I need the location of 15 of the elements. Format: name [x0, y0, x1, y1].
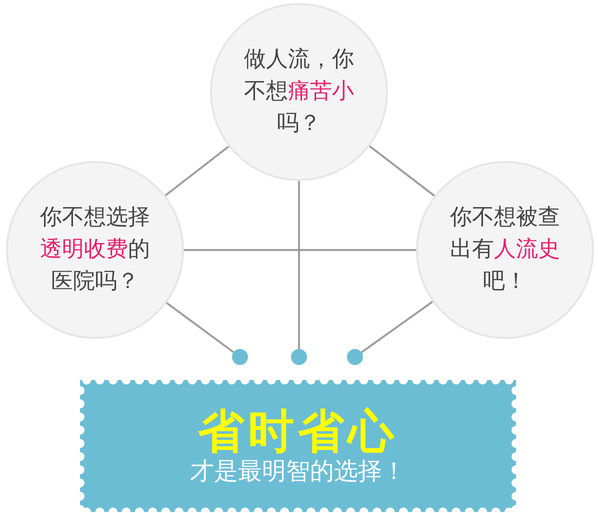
connector-line — [184, 249, 416, 251]
question-text: 做人流，你不想痛苦小吗？ — [243, 46, 355, 138]
connector-line — [298, 181, 300, 349]
connector-line — [360, 300, 434, 354]
connector-line — [164, 146, 230, 196]
connector-line — [166, 302, 234, 354]
stamp-banner — [80, 380, 516, 512]
circle-dot — [291, 349, 307, 365]
circle-dot — [347, 349, 363, 365]
slogan-subtitle: 才是最明智的选择！ — [190, 456, 406, 486]
circle-dot — [232, 349, 248, 365]
question-text: 你不想被查出有人流史吧！ — [449, 204, 561, 296]
connector-line — [369, 145, 435, 197]
question-text: 你不想选择透明收费的医院吗？ — [39, 204, 151, 296]
slogan-heading: 省时省心 — [198, 406, 398, 457]
